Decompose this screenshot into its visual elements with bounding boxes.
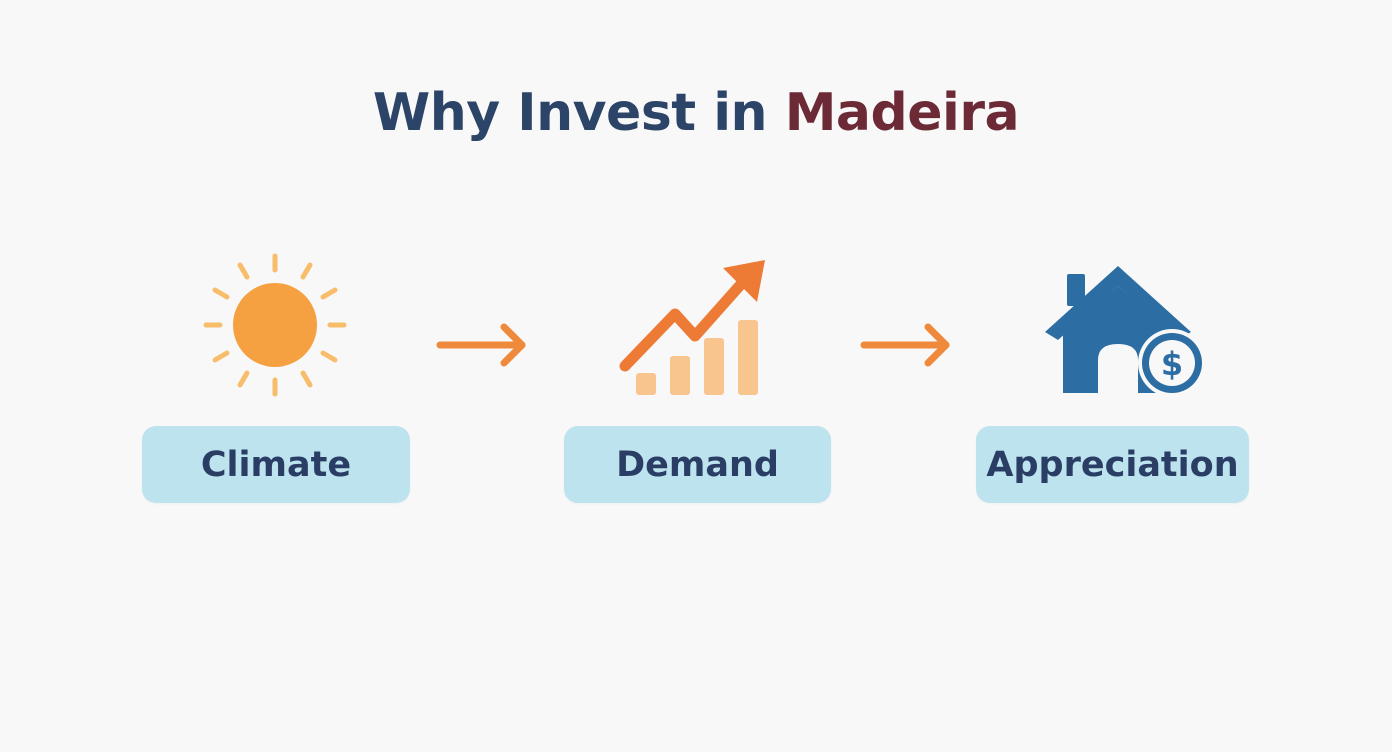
step-label-climate: Climate	[142, 426, 410, 503]
sun-icon	[200, 250, 350, 400]
step-label-text: Demand	[616, 444, 779, 485]
house-dollar-icon: $	[1040, 260, 1210, 400]
diagram-title: Why Invest in Madeira	[0, 80, 1392, 146]
title-accent: Madeira	[784, 83, 1020, 143]
growth-chart-icon	[615, 258, 775, 400]
step-label-text: Appreciation	[986, 444, 1239, 485]
step-label-appreciation: Appreciation	[976, 426, 1249, 503]
step-label-text: Climate	[200, 444, 352, 485]
title-main: Why Invest in	[372, 83, 785, 143]
arrow-right-icon	[436, 320, 530, 374]
svg-text:$: $	[1161, 345, 1183, 383]
arrow-right-icon	[860, 320, 954, 374]
step-label-demand: Demand	[564, 426, 831, 503]
